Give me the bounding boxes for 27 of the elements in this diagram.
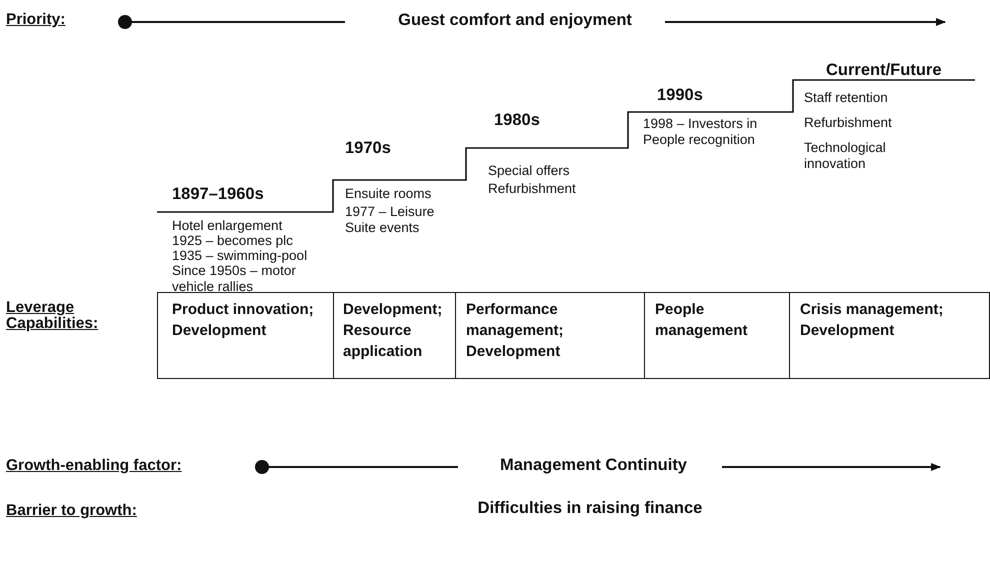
event-text: 1998 – Investors in People recognition [643,116,758,148]
era-heading: 1897–1960s [172,186,265,202]
event-text: Ensuite rooms [345,186,432,202]
row-heading: Leverage Capabilities: [6,300,100,332]
era-heading: 1970s [345,140,392,156]
barrier-label: Difficulties in raising finance [476,500,704,516]
row-heading: Barrier to growth: [6,503,138,519]
event-text: 1935 – swimming-pool [172,248,308,264]
era-heading: 1990s [657,87,704,103]
event-text: Since 1950s – motor vehicle rallies [172,263,297,295]
event-text: Special offers [488,163,571,179]
row-heading: Priority: [6,12,66,28]
capability-cell: Performance management; Development [456,292,645,379]
event-text: Technological innovation [804,140,887,172]
event-text: Refurbishment [488,181,577,197]
event-text: 1977 – Leisure Suite events [345,204,436,236]
era-heading: Current/Future [826,62,942,78]
event-text: Staff retention [804,90,889,106]
capability-cell: Development; Resource application [333,292,456,379]
capability-cell: Product innovation; Development [157,292,334,379]
event-text: 1925 – becomes plc [172,233,294,249]
capability-cell: People management [645,292,790,379]
event-text: Hotel enlargement [172,218,284,234]
row-heading: Growth-enabling factor: [6,458,183,474]
era-heading: 1980s [494,112,541,128]
event-text: Refurbishment [804,115,893,131]
capability-cell: Crisis management; Development [790,292,990,379]
